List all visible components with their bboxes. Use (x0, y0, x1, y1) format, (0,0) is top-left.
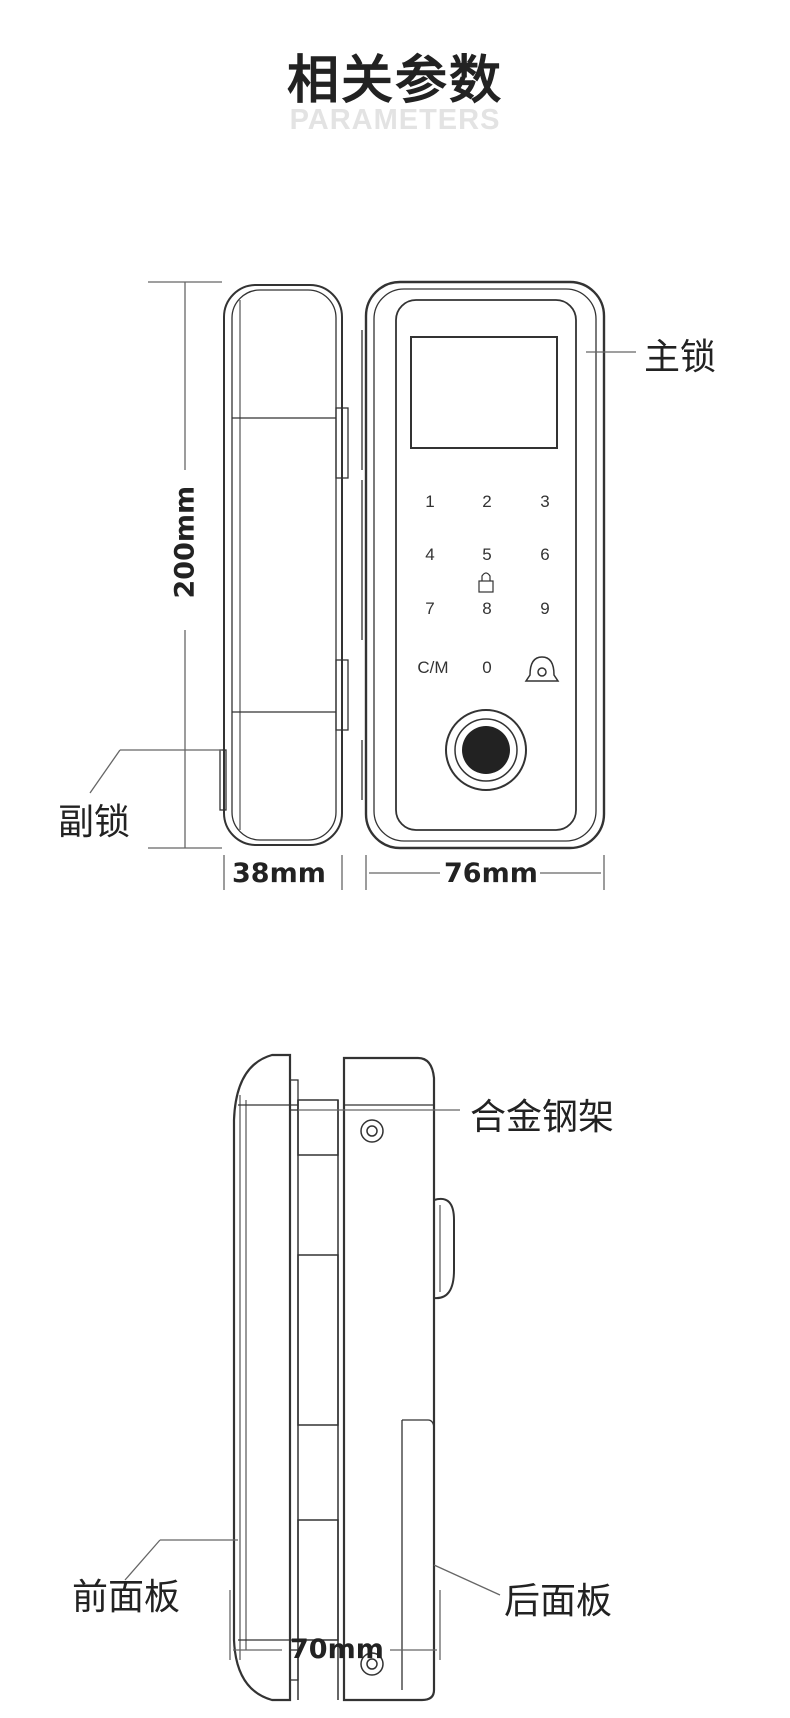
depth-dimension: 70mm (290, 1634, 384, 1665)
screw-icon (360, 1119, 384, 1143)
keypad: 1 2 3 4 5 6 7 8 9 C/M 0 (417, 492, 549, 677)
dimension-lines-front (89, 281, 636, 890)
key-3: 3 (540, 492, 549, 511)
key-1: 1 (425, 492, 434, 511)
key-8: 8 (482, 599, 491, 618)
key-6: 6 (540, 545, 549, 564)
key-0: 0 (482, 658, 491, 677)
main-width-dimension: 76mm (444, 858, 538, 889)
bell-icon (524, 656, 560, 682)
front-panel-label: 前面板 (72, 1577, 181, 1618)
dimension-lines-side (124, 1109, 501, 1660)
key-2: 2 (482, 492, 491, 511)
screw-icon (360, 1652, 384, 1676)
key-5: 5 (482, 545, 491, 564)
page-title: 相关参数 (286, 51, 503, 111)
alloy-steel-frame-label: 合金钢架 (470, 1097, 615, 1138)
front-panel-side (232, 1053, 299, 1702)
height-dimension: 200mm (169, 485, 201, 599)
alloy-steel-frame (297, 1099, 339, 1700)
main-lock-body (361, 280, 606, 850)
key-7: 7 (425, 599, 434, 618)
page-subtitle: PARAMETERS (289, 104, 501, 136)
main-lock-label: 主锁 (644, 337, 717, 378)
lock-icon (478, 572, 494, 593)
rear-panel-side (342, 1056, 455, 1702)
display-screen (410, 336, 558, 449)
secondary-width-dimension: 38mm (232, 858, 326, 889)
key-4: 4 (425, 545, 434, 564)
key-cm: C/M (417, 658, 448, 677)
fingerprint-sensor-icon (445, 709, 527, 791)
key-9: 9 (540, 599, 549, 618)
rear-panel-label: 后面板 (504, 1581, 613, 1622)
secondary-lock-label: 副锁 (58, 802, 131, 843)
secondary-lock-body (219, 284, 349, 846)
